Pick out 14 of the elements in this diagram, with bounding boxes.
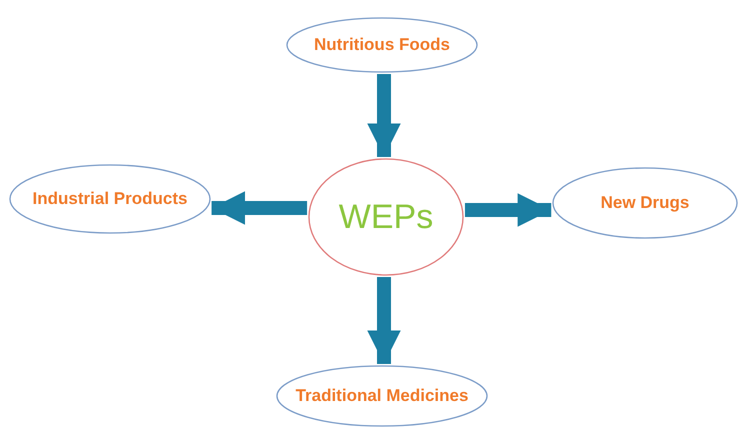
node-label: WEPs [338,198,434,236]
node-label: Industrial Products [32,189,188,209]
ellipse-node [286,17,478,73]
ellipse-node [9,164,211,234]
ellipse-node [552,167,738,239]
node-label: Nutritious Foods [314,35,450,55]
ellipse-node [276,365,488,427]
block-arrow [367,74,401,157]
node-label: Traditional Medicines [296,386,468,406]
ellipse-node [308,158,464,276]
block-arrow [367,277,401,364]
block-arrow [464,193,552,227]
block-arrow [212,191,308,225]
node-label: New Drugs [600,193,690,213]
